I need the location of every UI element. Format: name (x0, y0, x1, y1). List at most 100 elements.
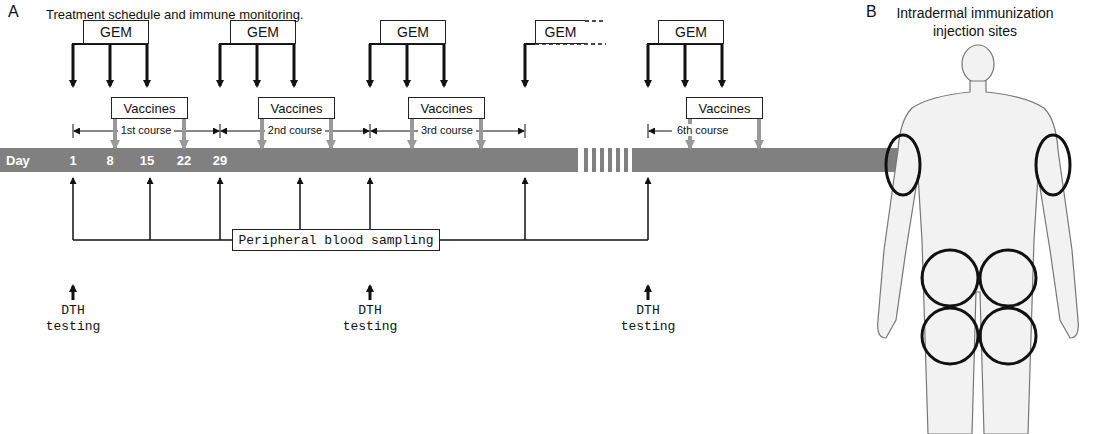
course-label-holder: 6th course (674, 124, 731, 136)
panel-title: Treatment schedule and immune monitoring… (46, 7, 303, 22)
box-label: GEM (247, 24, 279, 40)
figure-head (962, 45, 994, 83)
vaccine-arrow (329, 119, 333, 148)
injection-site (1036, 135, 1070, 195)
box-label: GEM (545, 24, 577, 40)
injection-site (886, 135, 920, 195)
course-label: 1st course (118, 124, 175, 136)
panel-title-holder: Treatment schedule and immune monitoring… (46, 7, 303, 22)
vaccine-box: Vaccines (686, 97, 763, 119)
dth-arrows (73, 286, 648, 300)
course-label-holder: 1st course (96, 124, 196, 136)
gem-box: GEM (535, 20, 585, 44)
course-tick (73, 124, 74, 138)
course-label: 6th course (674, 124, 731, 136)
panel-letter-holder: B (866, 3, 877, 21)
sampling-arrow (369, 178, 371, 229)
day-slot: 29 (200, 148, 240, 172)
vaccine-arrow (113, 119, 117, 148)
box-label: GEM (397, 24, 429, 40)
course-span (649, 131, 672, 132)
injection-site (980, 250, 1036, 306)
day-slot: 8 (90, 148, 130, 172)
box-label: Vaccines (124, 101, 176, 116)
sampling-arrow (149, 178, 151, 240)
panel-letter-holder: A (8, 3, 19, 21)
panel-letter: B (866, 3, 877, 20)
dth-arrow (72, 286, 75, 300)
dth-arrow (647, 286, 650, 300)
injection-site (922, 250, 978, 306)
dth-arrow (369, 286, 372, 300)
day-label: Day (6, 153, 30, 168)
day-slot: 1 (53, 148, 93, 172)
sampling-line (73, 239, 232, 241)
sampling-box: Peripheral blood sampling (232, 229, 440, 251)
vaccine-arrow (479, 119, 483, 148)
box-label: Vaccines (699, 101, 751, 116)
sampling-arrow (299, 178, 301, 229)
course-spans (73, 124, 672, 138)
day-label: 8 (106, 153, 113, 168)
dth-label-holder: DTH testing (338, 303, 402, 335)
gem-arrow (72, 44, 75, 86)
gem-arrow (369, 44, 372, 86)
sampling-arrow (647, 178, 649, 240)
day-label: 29 (213, 153, 227, 168)
vaccine-arrow (182, 119, 186, 148)
bar-break (624, 148, 628, 172)
gem-box: GEM (83, 20, 149, 44)
course-tick (370, 124, 371, 138)
vaccine-arrow (410, 119, 414, 148)
panel-title-holder: Intradermal immunization injection sites (880, 4, 1070, 40)
timeline-bar (0, 148, 578, 172)
gem-arrow (293, 44, 296, 86)
injection-site (980, 308, 1036, 364)
day-bar: Day 1 8 15 22 29 (0, 148, 1000, 172)
day-label: 1 (69, 153, 76, 168)
gem-arrow (443, 44, 446, 86)
gem-arrows (72, 21, 723, 86)
vaccine-box: Vaccines (408, 97, 485, 119)
course-label-holder: 2nd course (245, 124, 345, 136)
gem-arrow (219, 44, 222, 86)
gem-arrow (721, 44, 724, 86)
gem-arrow (256, 44, 259, 86)
day-slot: Day (6, 148, 40, 172)
dth-label-holder: DTH testing (616, 303, 680, 335)
gem-box: GEM (380, 20, 446, 44)
day-slot: 15 (127, 148, 167, 172)
sampling-line (440, 239, 648, 241)
box-label: Vaccines (421, 101, 473, 116)
injection-sites (886, 135, 1070, 364)
gem-box: GEM (230, 20, 296, 44)
gem-arrow (647, 44, 650, 86)
gem-arrow (406, 44, 409, 86)
gem-arrow (109, 44, 112, 86)
sampling-arrow (72, 178, 74, 240)
box-label: GEM (675, 24, 707, 40)
day-label: 15 (140, 153, 154, 168)
course-label: 2nd course (265, 124, 325, 136)
box-label: Vaccines (271, 101, 323, 116)
vaccine-box: Vaccines (258, 97, 335, 119)
dth-label: DTH testing (41, 303, 105, 335)
day-label: 22 (177, 153, 191, 168)
dth-label: DTH testing (338, 303, 402, 335)
gem-box-dashed (585, 20, 606, 22)
vaccine-box: Vaccines (111, 97, 188, 119)
panel-title: Intradermal immunization injection sites (880, 4, 1070, 40)
bar-break (600, 148, 604, 172)
course-label-holder: 3rd course (397, 124, 497, 136)
course-tick (220, 124, 221, 138)
gem-box: GEM (658, 20, 724, 44)
bar-break (608, 148, 612, 172)
bar-break (592, 148, 596, 172)
sampling-arrow (524, 178, 526, 240)
bar-break (584, 148, 588, 172)
box-label: Peripheral blood sampling (238, 233, 433, 248)
dth-label: DTH testing (616, 303, 680, 335)
